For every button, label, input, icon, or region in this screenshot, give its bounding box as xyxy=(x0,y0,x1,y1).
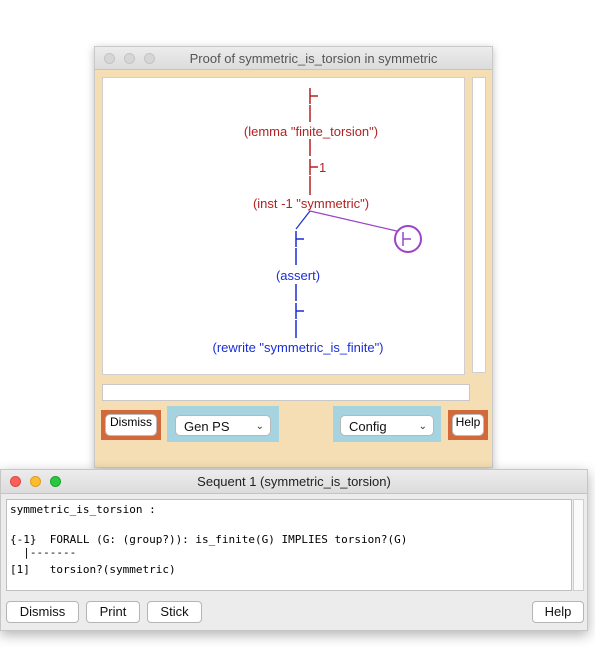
branch-line-current xyxy=(309,210,402,233)
proof-info-field[interactable] xyxy=(102,384,470,401)
sequent-window: Sequent 1 (symmetric_is_torsion) symmetr… xyxy=(0,469,588,631)
dismiss-button-frame: Dismiss xyxy=(101,410,161,440)
zoom-button[interactable] xyxy=(144,53,155,64)
sequent-stick-button[interactable]: Stick xyxy=(147,601,202,623)
chevron-down-icon: ⌄ xyxy=(418,421,427,432)
proof-tree-scrollbar[interactable] xyxy=(472,77,486,373)
sequent-text[interactable]: symmetric_is_torsion : {-1} FORALL (G: (… xyxy=(6,499,572,591)
sequent-line: [1] torsion?(symmetric) xyxy=(10,563,176,576)
branch-number: 1 xyxy=(319,160,326,175)
config-select[interactable]: Config ⌄ xyxy=(340,415,434,436)
proof-step-label[interactable]: (inst -1 "symmetric") xyxy=(253,196,369,211)
proof-window-title: Proof of symmetric_is_torsion in symmetr… xyxy=(189,51,438,66)
sequent-print-button[interactable]: Print xyxy=(86,601,140,623)
gen-ps-select[interactable]: Gen PS ⌄ xyxy=(175,415,271,436)
sequent-scrollbar[interactable] xyxy=(573,499,584,591)
chevron-down-icon: ⌄ xyxy=(255,421,264,432)
minimize-button[interactable] xyxy=(30,476,41,487)
dismiss-button[interactable]: Dismiss xyxy=(105,414,157,436)
sequent-help-button[interactable]: Help xyxy=(532,601,584,623)
proof-step-label[interactable]: (lemma "finite_torsion") xyxy=(244,124,378,139)
sequent-line: symmetric_is_torsion : xyxy=(10,503,156,516)
help-button[interactable]: Help xyxy=(452,414,484,436)
gen-ps-frame: Gen PS ⌄ xyxy=(167,406,279,442)
config-label: Config xyxy=(349,419,387,434)
zoom-button[interactable] xyxy=(50,476,61,487)
proof-tree-canvas[interactable]: (lemma "finite_torsion") 1 (inst -1 "sym… xyxy=(102,77,465,375)
close-button[interactable] xyxy=(104,53,115,64)
proof-window-titlebar: Proof of symmetric_is_torsion in symmetr… xyxy=(95,47,492,70)
config-frame: Config ⌄ xyxy=(333,406,441,442)
gen-ps-label: Gen PS xyxy=(184,419,230,434)
branch-line-pending xyxy=(295,210,311,230)
proof-step-label[interactable]: (assert) xyxy=(276,268,320,283)
minimize-button[interactable] xyxy=(124,53,135,64)
sequent-window-title: Sequent 1 (symmetric_is_torsion) xyxy=(197,474,391,489)
sequent-window-titlebar: Sequent 1 (symmetric_is_torsion) xyxy=(1,470,587,494)
sequent-line: |------- xyxy=(10,546,77,559)
proof-window: Proof of symmetric_is_torsion in symmetr… xyxy=(94,46,493,468)
proof-tree: (lemma "finite_torsion") 1 (inst -1 "sym… xyxy=(212,88,422,355)
sequent-dismiss-button[interactable]: Dismiss xyxy=(6,601,79,623)
proof-step-label[interactable]: (rewrite "symmetric_is_finite") xyxy=(212,340,383,355)
sequent-line: {-1} FORALL (G: (group?)): is_finite(G) … xyxy=(10,533,408,546)
help-button-frame: Help xyxy=(448,410,488,440)
close-button[interactable] xyxy=(10,476,21,487)
